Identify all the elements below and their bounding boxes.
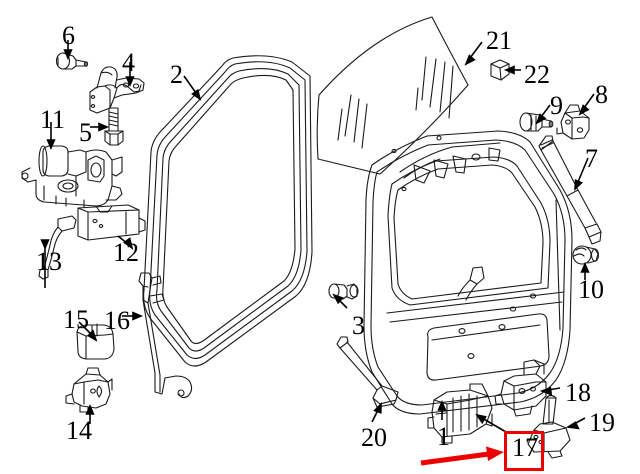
shoulder-bolt-shape [55, 52, 89, 70]
callout-number-18: 18 [565, 378, 591, 407]
callout-number-17: 17 [512, 433, 538, 462]
callout-number-8: 8 [595, 80, 608, 109]
callout-number-13: 13 [36, 247, 62, 276]
red-highlight-arrow [420, 446, 504, 466]
callout-number-4: 4 [122, 48, 135, 77]
wiper-motor-shape [21, 145, 123, 213]
callout-number-2: 2 [170, 60, 183, 89]
glass-clip-shape [490, 59, 510, 81]
callout-number-21: 21 [486, 26, 512, 55]
callout-number-9: 9 [550, 91, 563, 120]
callout-number-14: 14 [66, 416, 92, 445]
lock-actuator-shape [65, 367, 113, 413]
release-rod-shape [336, 336, 399, 409]
callout-number-6: 6 [62, 21, 75, 50]
callout-number-16: 16 [104, 306, 130, 335]
lift-strut-shape [538, 135, 602, 245]
callout-number-1: 1 [437, 422, 450, 451]
mounting-plate-shape [77, 204, 146, 241]
latch-assembly-shape [494, 359, 547, 417]
callout-number-20: 20 [361, 423, 387, 452]
callout-number-22: 22 [524, 60, 550, 89]
callout-number-11: 11 [40, 105, 66, 134]
support-rod-shape [138, 272, 193, 399]
callout-number-15: 15 [63, 305, 89, 334]
grommet-plug-shape [328, 283, 359, 300]
liftgate-panel-shape [363, 130, 573, 415]
ball-stud-bracket-shape [556, 104, 590, 140]
callout-number-19: 19 [589, 408, 615, 437]
bumper-stop-shape [572, 245, 600, 265]
highlight-box-part-17 [504, 431, 544, 471]
weatherstrip-seal-shape [143, 55, 313, 367]
callout-number-7: 7 [585, 144, 598, 173]
strut-bolt-shape [519, 112, 554, 132]
latch-lock-shape [427, 383, 493, 444]
callout-number-12: 12 [113, 238, 139, 267]
callout-number-10: 10 [578, 275, 604, 304]
callout-number-5: 5 [79, 118, 92, 147]
liftgate-glass-shape [316, 16, 469, 175]
hex-bolt-shape [104, 107, 124, 146]
callout-number-3: 3 [352, 311, 365, 340]
